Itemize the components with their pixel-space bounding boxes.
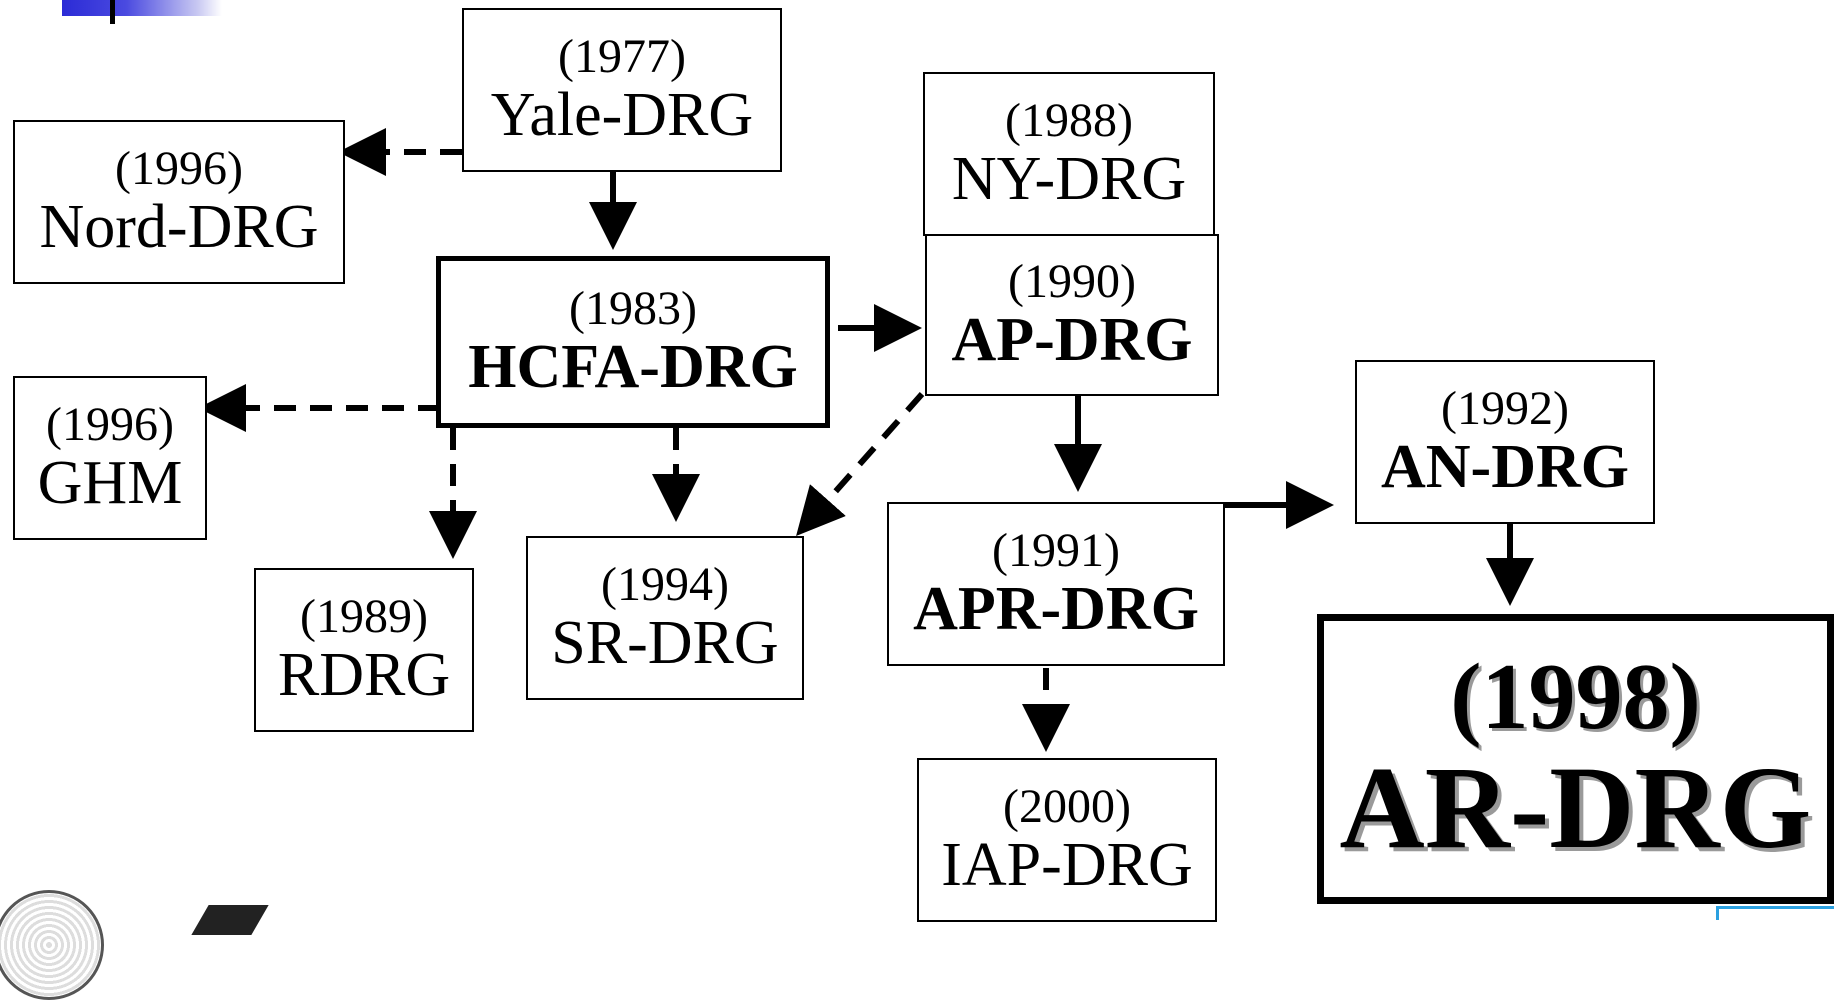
node-year: (1994) [601,558,729,612]
node-apr-drg: (1991) APR-DRG [887,502,1225,666]
node-name: NY-DRG [951,144,1187,213]
node-ghm: (1996) GHM [13,376,207,540]
node-nord-drg: (1996) Nord-DRG [13,120,345,284]
node-yale-drg: (1977) Yale-DRG [462,8,782,172]
node-year: (1996) [115,142,243,196]
title-accent-tick [110,0,115,24]
node-name: Nord-DRG [39,192,319,261]
node-an-drg: (1992) AN-DRG [1355,360,1655,524]
node-year: (1990) [1008,255,1136,309]
node-name: RDRG [277,640,451,709]
node-year: (1983) [569,282,697,336]
node-name: IAP-DRG [941,830,1193,899]
node-ny-drg: (1988) NY-DRG [923,72,1215,236]
node-year: (1988) [1005,94,1133,148]
node-name: SR-DRG [551,608,779,677]
university-seal-logo [0,890,104,1000]
connector-layer [198,128,1534,752]
node-rdrg: (1989) RDRG [254,568,474,732]
node-sr-drg: (1994) SR-DRG [526,536,804,700]
node-name: HCFA-DRG [468,332,798,401]
node-year: (1991) [992,524,1120,578]
node-year: (2000) [1003,780,1131,834]
corner-frame-decoration [1716,906,1834,920]
node-year: (1992) [1441,382,1569,436]
title-accent-bar [62,0,222,16]
node-name: APR-DRG [913,574,1199,643]
arrow-ap-to-sr [796,392,925,536]
node-iap-drg: (2000) IAP-DRG [917,758,1217,922]
node-name: Yale-DRG [490,80,754,149]
node-year: (1977) [558,30,686,84]
node-ar-drg: (1998) AR-DRG [1317,614,1834,904]
node-year: (1989) [300,590,428,644]
node-name: AP-DRG [951,305,1193,374]
node-hcfa-drg: (1983) HCFA-DRG [436,256,830,428]
node-ap-drg: (1990) AP-DRG [925,234,1219,396]
node-name: AR-DRG [1339,742,1812,874]
node-year: (1998) [1450,644,1701,749]
node-name: GHM [37,448,183,517]
node-name: AN-DRG [1381,432,1629,501]
node-year: (1996) [46,398,174,452]
